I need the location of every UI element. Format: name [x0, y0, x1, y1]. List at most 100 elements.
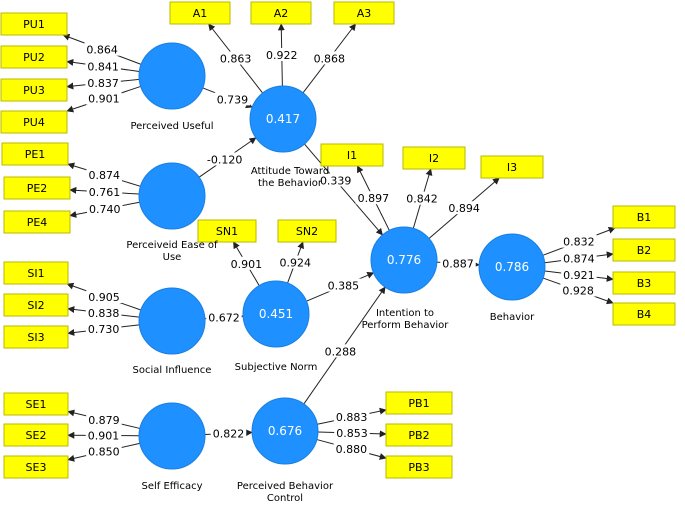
- indicator-pe4: [3, 210, 71, 234]
- loading-label-pu3: 0.837: [87, 77, 119, 90]
- indicator-label-pe1: PE1: [25, 148, 46, 161]
- indicator-b4: [612, 302, 676, 326]
- loading-label-b3: 0.921: [563, 269, 595, 282]
- latent-label-si-0: Social Influence: [133, 365, 212, 376]
- indicator-label-i1: I1: [347, 149, 357, 162]
- loading-label-a3: 0.868: [314, 52, 346, 65]
- latent-r2-sn: 0.451: [259, 307, 293, 321]
- indicator-pb1: [385, 391, 453, 415]
- indicator-label-pb1: PB1: [408, 397, 429, 410]
- loading-label-i2-bg: [404, 191, 440, 205]
- path-coef-att-int-bg: [317, 173, 354, 187]
- latent-label-att-1: the Behavior: [258, 178, 323, 189]
- indicator-i2: [402, 146, 466, 170]
- indicator-label-pe2: PE2: [27, 182, 48, 195]
- loading-label-b1: 0.832: [563, 236, 595, 249]
- latent-r2-pbc: 0.676: [268, 424, 302, 438]
- latent-int: [370, 226, 438, 294]
- loading-label-pu1: 0.864: [86, 44, 118, 57]
- path-coef-sn-int: 0.385: [328, 280, 360, 293]
- loading-label-se1: 0.879: [88, 414, 120, 427]
- path-coef-pbc-int: 0.288: [325, 345, 357, 358]
- loading-label-si1-bg: [86, 290, 122, 304]
- loading-label-pu2-bg: [85, 59, 121, 73]
- latent-se: [138, 402, 206, 470]
- indicator-label-pb2: PB2: [408, 429, 429, 442]
- latent-r2-int: 0.776: [387, 253, 421, 267]
- loading-label-pu3-bg: [85, 75, 121, 89]
- path-coef-int-beh: 0.887: [442, 258, 474, 271]
- loading-label-b1-bg: [561, 234, 597, 248]
- loading-label-pb3: 0.880: [336, 443, 368, 456]
- loading-label-se2: 0.901: [88, 429, 120, 442]
- loading-label-si2-bg: [85, 305, 122, 319]
- indicator-label-si3: SI3: [27, 331, 44, 344]
- latent-beh: [478, 233, 546, 301]
- loading-label-pb2-bg: [334, 425, 370, 439]
- labels-layer: 0.8640.8410.8370.9010.8740.7610.7400.905…: [84, 42, 597, 504]
- path-coef-se-pbc-bg: [210, 426, 247, 440]
- loading-label-i2: 0.842: [406, 193, 438, 206]
- path-coef-att-int: 0.339: [320, 174, 352, 187]
- indicator-pb3: [385, 455, 453, 479]
- indicator-pu1: [0, 12, 68, 36]
- indicator-b3: [612, 271, 676, 295]
- indicator-label-pe4: PE4: [27, 216, 48, 229]
- indicator-label-se1: SE1: [26, 398, 47, 411]
- path-coef-si-sn: 0.672: [208, 312, 240, 325]
- loading-label-se3-bg: [86, 444, 122, 458]
- loading-label-a3-bg: [311, 51, 348, 65]
- loading-label-se3: 0.850: [88, 446, 120, 459]
- indicator-se1: [3, 392, 69, 416]
- loading-label-si2: 0.838: [88, 307, 120, 320]
- latent-label-beh-0: Behavior: [490, 312, 535, 323]
- path-coef-pu-att-bg: [214, 92, 251, 106]
- indicator-pe1: [1, 142, 69, 166]
- latent-label-att-0: Attitude Toward: [251, 166, 329, 177]
- loading-label-sn1: 0.901: [231, 258, 263, 271]
- loading-label-pe2-bg: [86, 185, 123, 199]
- path-coef-se-pbc: 0.822: [213, 428, 245, 441]
- indicator-se2: [3, 423, 69, 447]
- indicator-label-pu3: PU3: [23, 84, 45, 97]
- latent-label-int-1: Perform Behavior: [362, 320, 450, 331]
- indicator-label-sn1: SN1: [216, 225, 238, 238]
- loading-label-b2: 0.874: [563, 252, 595, 265]
- indicator-label-pu2: PU2: [23, 51, 45, 64]
- indicator-label-b1: B1: [637, 211, 652, 224]
- indicator-sn2: [277, 219, 337, 243]
- loading-label-se1-bg: [86, 412, 122, 426]
- path-coef-sn-int-bg: [325, 278, 362, 292]
- path-coef-pe-att-bg: [203, 152, 246, 166]
- latent-pu: [138, 42, 206, 110]
- latent-label-sn-0: Subjective Norm: [235, 362, 318, 373]
- loading-label-i3: 0.894: [448, 202, 480, 215]
- indicator-si1: [3, 261, 69, 285]
- loading-label-b4: 0.928: [562, 285, 594, 298]
- indicator-label-si2: SI2: [27, 299, 44, 312]
- path-coef-int-beh-bg: [440, 256, 476, 270]
- indicator-label-i3: I3: [507, 161, 517, 174]
- indicator-a2: [250, 1, 312, 25]
- loading-label-pu4-bg: [86, 91, 122, 105]
- path-coef-pe-att: -0.120: [207, 153, 242, 166]
- loading-label-pe2: 0.761: [89, 186, 121, 199]
- nodes-layer: PU1PU2PU3PU4PE1PE2PE4SI1SI2SI3SE1SE2SE3A…: [0, 1, 676, 479]
- indicator-si2: [3, 293, 69, 317]
- loading-label-b4-bg: [560, 283, 596, 297]
- indicator-label-pb3: PB3: [408, 461, 429, 474]
- path-coef-si-sn-bg: [206, 310, 242, 324]
- path-coef-pbc-int-bg: [322, 344, 359, 358]
- loading-label-si1: 0.905: [88, 291, 120, 304]
- loading-label-pe4: 0.740: [89, 203, 121, 216]
- latent-label-pbc-1: Control: [267, 493, 303, 504]
- latent-si: [138, 287, 206, 355]
- indicator-pb2: [385, 423, 453, 447]
- loading-label-i1-bg: [355, 191, 392, 205]
- loading-label-pb3-bg: [333, 441, 370, 455]
- loading-label-i1: 0.897: [358, 192, 390, 205]
- loading-label-a2-bg: [264, 48, 300, 62]
- loading-label-pe1: 0.874: [88, 169, 120, 182]
- indicator-pu4: [0, 110, 68, 134]
